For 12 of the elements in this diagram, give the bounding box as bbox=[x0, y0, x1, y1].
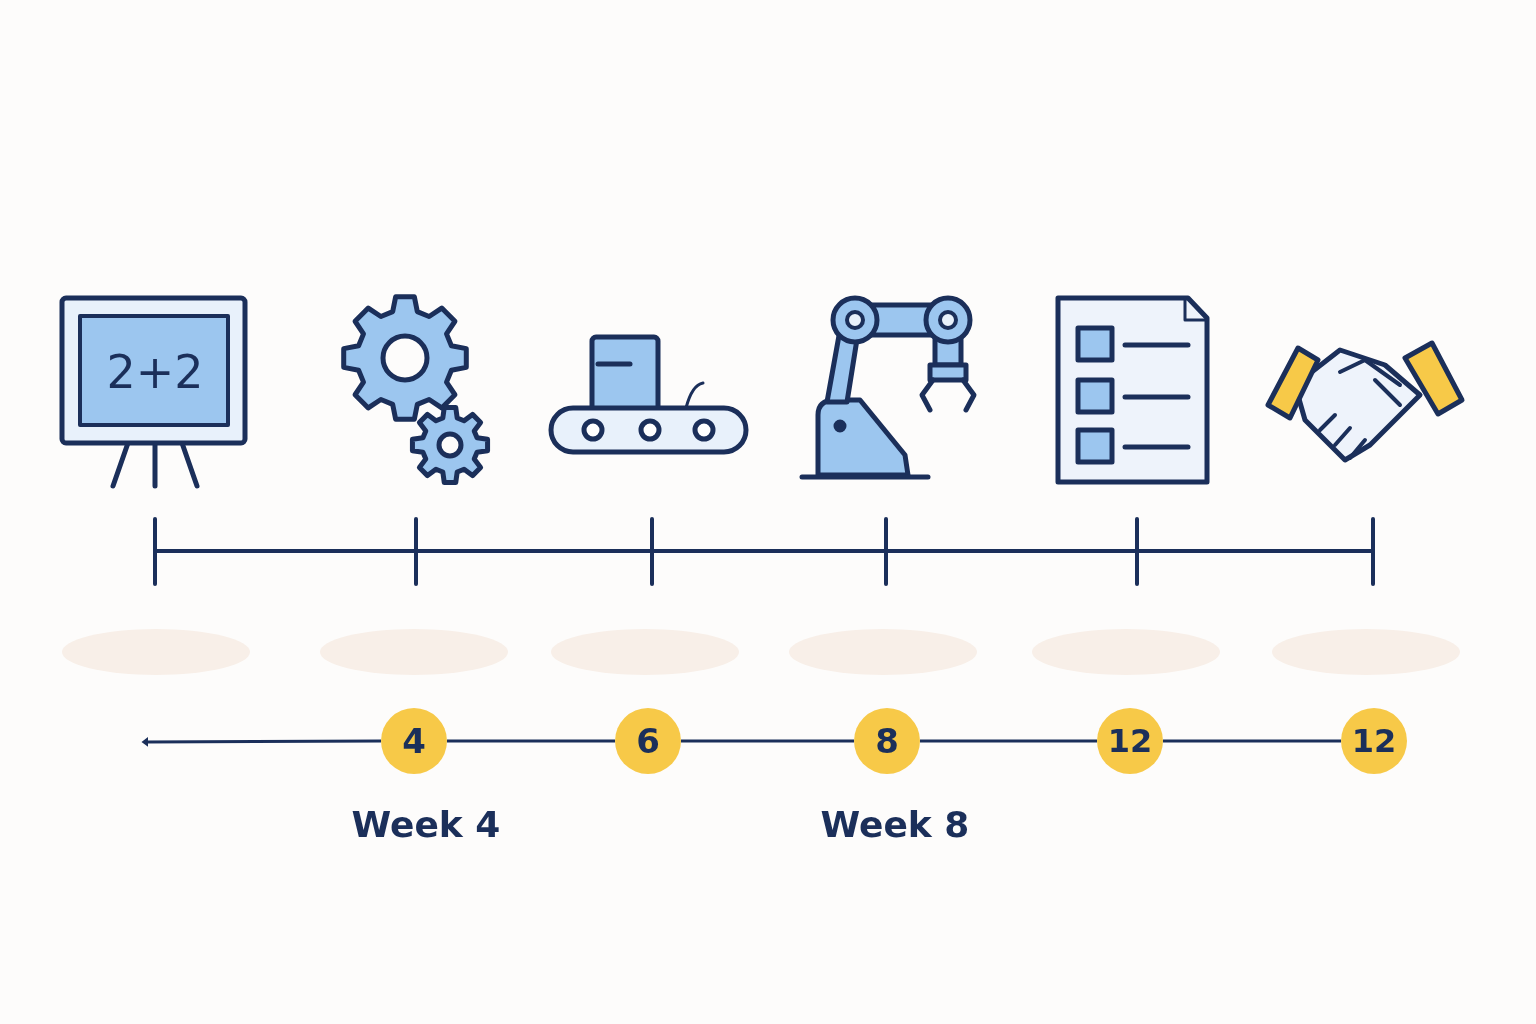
week-number-marker: 12 bbox=[1097, 708, 1163, 774]
connector-line bbox=[447, 739, 615, 743]
week-number-marker: 6 bbox=[615, 708, 681, 774]
week-number-marker: 8 bbox=[854, 708, 920, 774]
week-label: Week 8 bbox=[820, 803, 970, 845]
connector-line bbox=[1163, 739, 1341, 743]
week-number-marker: 12 bbox=[1341, 708, 1407, 774]
connector-line bbox=[920, 739, 1097, 743]
week-label: Week 4 bbox=[351, 803, 501, 845]
board-text: 2+2 bbox=[106, 345, 204, 399]
week-number-marker: 4 bbox=[381, 708, 447, 774]
connector-line bbox=[681, 739, 854, 743]
